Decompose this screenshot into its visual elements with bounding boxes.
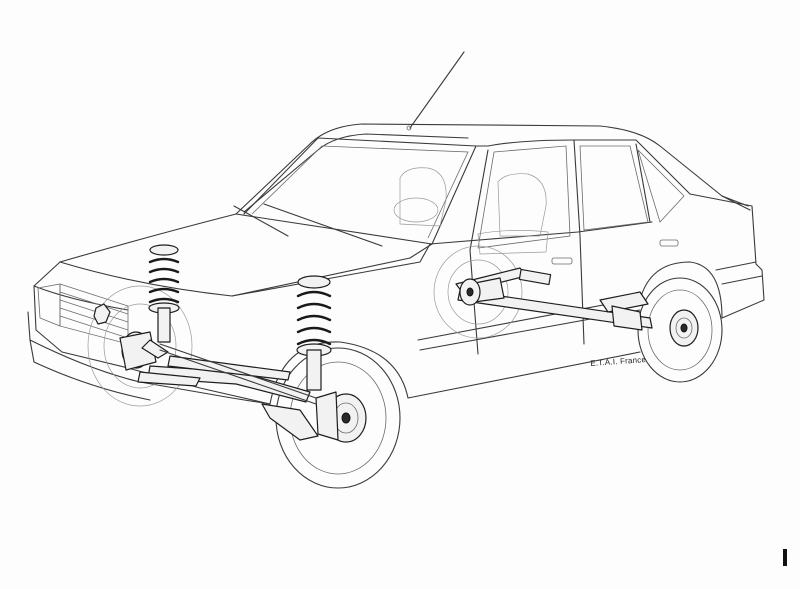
rear-left-wheel [433, 245, 523, 339]
front-left-strut [148, 244, 180, 343]
front-subframe [137, 339, 319, 441]
front-right-hub [315, 391, 367, 443]
lion-emblem [93, 303, 111, 325]
antenna [406, 51, 465, 131]
page-mark [783, 549, 787, 566]
front-left-hub [119, 331, 157, 371]
front-right-strut [296, 275, 332, 391]
car-body-outline [27, 123, 765, 405]
rear-right-hub [669, 309, 699, 347]
interior-seats [393, 167, 549, 255]
rear-left-hub [459, 278, 481, 306]
rear-axle [455, 267, 653, 331]
front-left-wheel [87, 285, 193, 407]
